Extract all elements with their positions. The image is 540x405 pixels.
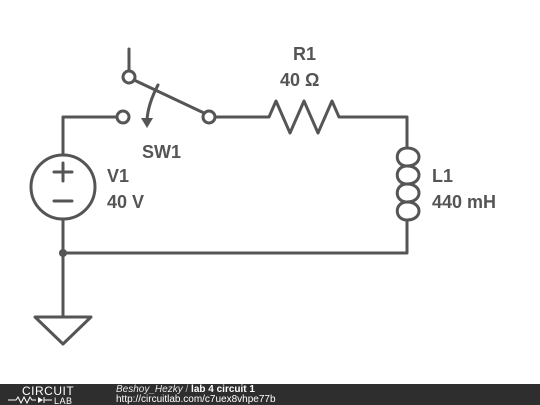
source-circle [29, 153, 97, 221]
switch-terminal-left [115, 109, 131, 125]
path-separator: / [185, 384, 189, 395]
switch-arm [132, 78, 206, 115]
inductor-name-label: L1 [432, 166, 453, 186]
wires [59, 115, 409, 319]
junction-dot [59, 249, 67, 257]
inductor-value-label: 440 mH [432, 192, 496, 212]
wire-bottom [61, 218, 409, 255]
resistor-value-label: 40 Ω [280, 70, 319, 90]
source-value-label: 40 V [107, 192, 144, 212]
wire-left-top [61, 115, 119, 157]
logo-text-bottom: LAB [54, 396, 73, 404]
meta-line-2: http://circuitlab.com/c7uex8vhpe77b [116, 395, 276, 405]
circuitlab-logo[interactable]: CIRCUIT LAB [4, 385, 106, 404]
switch-name-label: SW1 [142, 142, 181, 162]
resistor-name-label: R1 [293, 44, 316, 64]
resistor-symbol [260, 99, 348, 135]
wire-resistor-to-inductor [344, 115, 409, 150]
ground-symbol [33, 315, 93, 346]
switch-symbol [115, 47, 217, 128]
logo-text-top: CIRCUIT [22, 385, 74, 398]
ground-triangle [33, 315, 93, 346]
source-name-label: V1 [107, 166, 129, 186]
switch-motion-arrow [145, 83, 160, 122]
circuit-title[interactable]: lab 4 circuit 1 [191, 384, 255, 395]
circuit-schematic: R1 40 Ω SW1 L1 440 mH V1 40 V [29, 44, 496, 346]
voltage-source-symbol [29, 153, 97, 221]
inductor-coil [395, 146, 421, 222]
logo-resistor-icon [8, 395, 36, 404]
switch-arrow-head [141, 118, 153, 128]
author-link[interactable]: Beshoy_Hezky [116, 384, 183, 395]
logo-diode-icon [38, 397, 43, 403]
footer-bar: CIRCUIT LAB Beshoy_Hezky / lab 4 circuit… [0, 384, 540, 405]
circuit-meta: Beshoy_Hezky / lab 4 circuit 1 http://ci… [116, 385, 276, 405]
switch-terminal-right [201, 109, 217, 125]
resistor-zigzag [260, 99, 348, 135]
circuit-url-link[interactable]: http://circuitlab.com/c7uex8vhpe77b [116, 394, 276, 405]
meta-line-1: Beshoy_Hezky / lab 4 circuit 1 [116, 385, 276, 395]
inductor-symbol [395, 146, 421, 222]
